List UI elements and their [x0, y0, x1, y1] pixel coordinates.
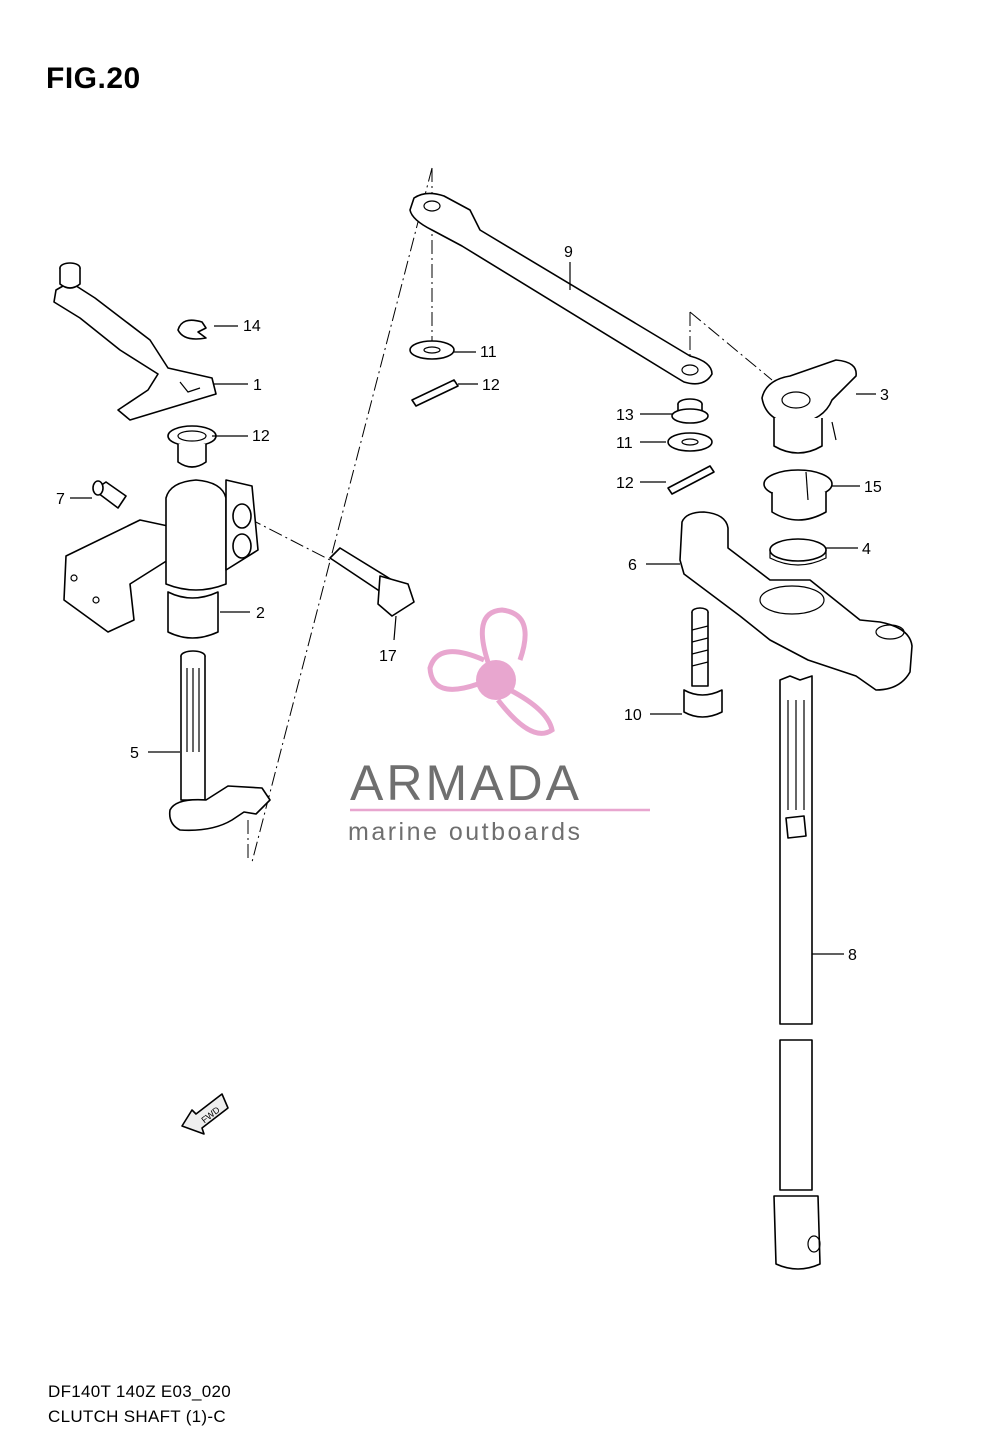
callout-10: 10 — [624, 707, 642, 724]
part-4-ring — [769, 538, 827, 566]
callout-6: 6 — [628, 557, 637, 574]
fwd-direction-arrow: FWD — [181, 1093, 229, 1135]
watermark-tagline: marine outboards — [348, 818, 583, 846]
propeller-logo-icon — [427, 607, 555, 736]
part-6-clutch-arm — [679, 511, 913, 691]
part-16-e-clip — [177, 319, 207, 340]
part-9-shift-link — [409, 192, 713, 385]
callout-4: 4 — [862, 541, 871, 558]
watermark-brand-name: ARMADA — [350, 755, 582, 811]
callout-11-upper: 11 — [480, 344, 497, 361]
callout-14: 12 — [252, 428, 270, 445]
watermark: ARMADA marine outboards — [348, 607, 650, 846]
callout-11-lower: 11 — [616, 435, 633, 452]
figure-code: DF140T 140Z E03_020 — [48, 1382, 232, 1401]
part-17-bolt — [329, 547, 415, 617]
callout-3: 3 — [880, 387, 889, 404]
part-10-bolt — [683, 607, 723, 718]
callout-13: 13 — [616, 407, 634, 424]
callout-1: 1 — [253, 377, 262, 394]
part-3-shift-arm — [761, 359, 857, 454]
part-5-shift-shaft — [168, 650, 271, 832]
part-8-clutch-shaft — [773, 675, 821, 1270]
part-7-grease-nipple — [92, 480, 127, 509]
part-12-cotter-pin-upper — [411, 379, 459, 407]
part-2-clutch-bracket — [63, 479, 259, 639]
callout-5: 5 — [130, 745, 139, 762]
callout-16: 14 — [243, 318, 261, 335]
callout-15: 15 — [864, 479, 882, 496]
callout-12-lower: 12 — [616, 475, 634, 492]
part-13-collar — [671, 398, 709, 424]
callout-12-upper: 12 — [482, 377, 500, 394]
callout-8: 8 — [848, 947, 857, 964]
callout-9: 9 — [564, 244, 573, 261]
leader-lines — [70, 262, 876, 955]
part-15-bushing — [763, 469, 833, 521]
callout-7: 7 — [56, 491, 65, 508]
callout-labels: 14 1 12 7 2 17 5 9 11 12 13 11 12 3 15 4… — [56, 244, 889, 964]
callout-2: 2 — [256, 605, 265, 622]
part-1-shift-lever — [53, 262, 217, 421]
figure-caption: CLUTCH SHAFT (1)-C — [48, 1407, 226, 1426]
part-11-washer-upper — [409, 340, 455, 360]
part-12-cotter-pin-lower — [667, 465, 715, 495]
part-14-bushing — [167, 425, 217, 468]
figure-title: FIG.20 — [46, 62, 141, 95]
callout-17: 17 — [379, 648, 397, 665]
part-11-washer-lower — [667, 432, 713, 452]
